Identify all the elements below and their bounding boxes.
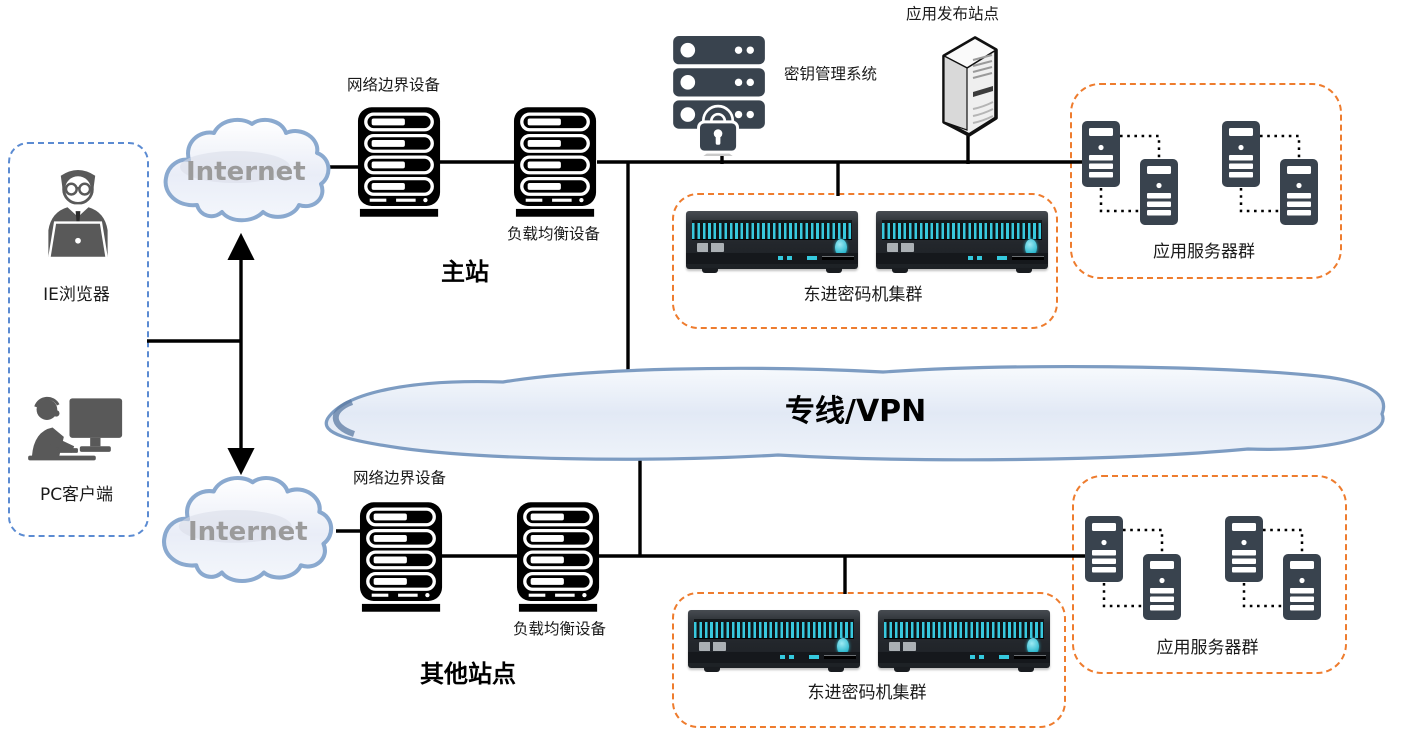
app-server-tower-icon [1085,516,1123,582]
cipher-machine-icon [686,211,858,273]
app-server-tower-icon [1082,121,1120,187]
cipher-cluster-box-bottom [672,592,1066,728]
cipher-cluster-label-bottom: 东进密码机集群 [807,683,927,703]
cipher-cluster-label-top: 东进密码机集群 [803,285,923,305]
person-laptop-icon [35,163,121,263]
vpn-cloud [324,364,1386,462]
border-device-server-top [357,106,443,218]
load-balancer-server-bottom [516,501,602,613]
app-server-group-label-top: 应用服务器群 [1153,242,1255,262]
load-balancer-label-top: 负载均衡设备 [507,225,601,243]
app-server-group-box-bottom [1072,475,1347,674]
app-server-tower-icon [1140,159,1178,225]
key-management-icon [671,36,769,157]
vpn-label: 专线/VPN [785,394,927,429]
app-server-tower-icon [1143,554,1181,620]
cipher-machine-icon [876,211,1048,273]
app-publish-tower-icon [933,29,1007,137]
border-device-label-bottom: 网络边界设备 [353,469,447,487]
internet-label-bottom: Internet [188,517,308,547]
main-site-label: 主站 [441,258,489,286]
cipher-machine-icon [688,610,860,672]
app-server-group-label-bottom: 应用服务器群 [1156,638,1259,658]
key-management-label: 密钥管理系统 [784,65,878,83]
app-server-tower-icon [1283,554,1321,620]
load-balancer-label-bottom: 负载均衡设备 [513,620,607,638]
cipher-cluster-box-top [672,193,1058,329]
load-balancer-server-top [513,106,599,218]
app-server-tower-icon [1280,159,1318,225]
pc-client-label: PC客户端 [39,485,114,505]
border-device-label-top: 网络边界设备 [347,76,441,94]
internet-label-top: Internet [186,157,306,187]
border-device-server-bottom [359,501,445,613]
app-publish-label: 应用发布站点 [906,5,1000,23]
app-server-tower-icon [1222,121,1260,187]
app-server-tower-icon [1225,516,1263,582]
ie-browser-label: IE浏览器 [43,285,110,305]
other-site-label: 其他站点 [420,660,516,688]
app-server-group-box-top [1070,83,1342,279]
cipher-machine-icon [878,610,1050,672]
person-monitor-icon [25,388,129,482]
